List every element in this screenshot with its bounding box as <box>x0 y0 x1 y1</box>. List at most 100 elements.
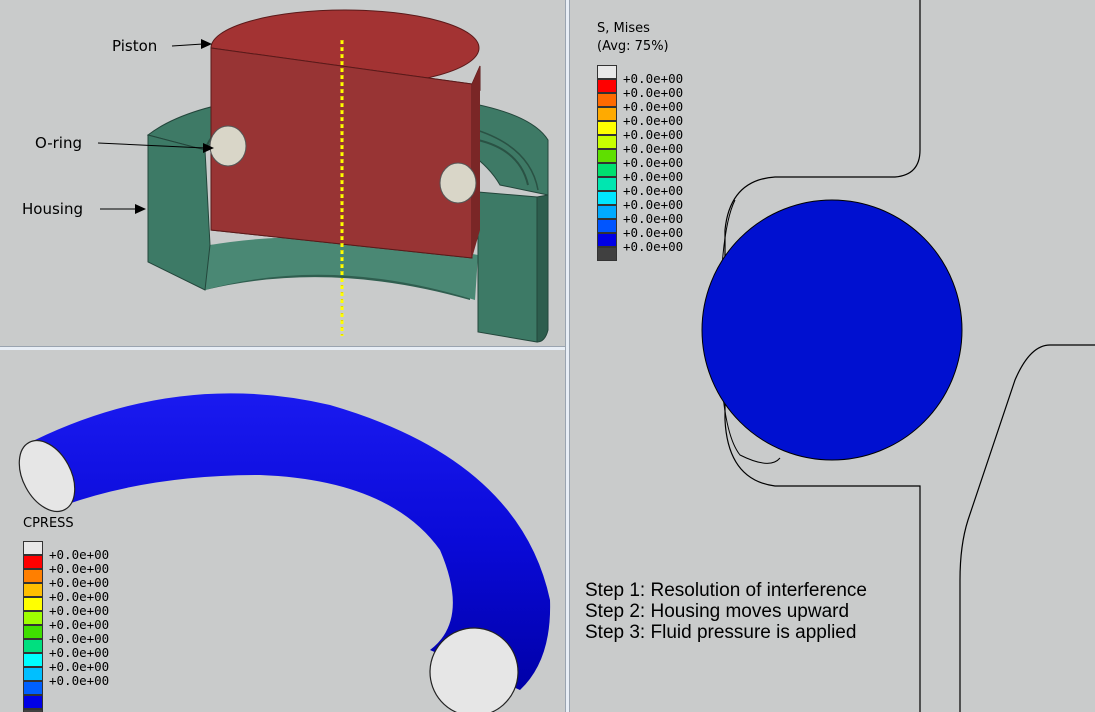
legend-swatch <box>597 121 617 135</box>
legend-swatch <box>597 191 617 205</box>
legend-band: +0.0e+00 <box>23 576 109 597</box>
legend-value: +0.0e+00 <box>623 127 684 142</box>
legend-band: +0.0e+00 <box>597 226 683 247</box>
legend-swatch <box>23 555 43 569</box>
legend-value: +0.0e+00 <box>49 673 110 688</box>
housing-outline <box>959 344 1095 712</box>
legend-band: +0.0e+00 <box>597 100 683 121</box>
legend-swatch <box>597 177 617 191</box>
legend-band: +0.0e+00 <box>23 660 109 681</box>
legend-value: +0.0e+00 <box>623 197 684 212</box>
legend-value: +0.0e+00 <box>623 239 684 254</box>
legend-band: +0.0e+00 <box>23 548 109 569</box>
legend-band: +0.0e+00 <box>597 184 683 205</box>
legend-band: +0.0e+00 <box>597 86 683 107</box>
legend-band: +0.0e+00 <box>597 170 683 191</box>
oring-label: O-ring <box>35 134 82 152</box>
housing-arrow <box>135 204 146 214</box>
legend-band: +0.0e+00 <box>23 646 109 667</box>
legend-band: +0.0e+00 <box>23 632 109 653</box>
viewport-divider-vertical[interactable] <box>565 0 570 712</box>
legend-swatch <box>597 205 617 219</box>
oring-section-right <box>439 162 477 204</box>
legend-band: +0.0e+00 <box>23 604 109 625</box>
axisym-section <box>701 0 1095 712</box>
oring-cut-face-right <box>429 627 519 712</box>
legend-value: +0.0e+00 <box>623 183 684 198</box>
oring-arrow <box>203 143 214 153</box>
legend-band <box>597 65 683 79</box>
cpress-legend-title: CPRESS <box>23 516 74 531</box>
legend-band: +0.0e+00 <box>597 128 683 149</box>
piston-groove-outline <box>724 0 921 712</box>
legend-swatch <box>597 135 617 149</box>
housing-left-section <box>147 134 211 291</box>
legend-swatch <box>23 583 43 597</box>
legend-swatch <box>597 107 617 121</box>
legend-value: +0.0e+00 <box>49 589 110 604</box>
housing-inner-surface <box>205 237 478 300</box>
piston-arrow <box>201 39 212 49</box>
housing-right-section <box>477 191 538 343</box>
mises-legend-title: S, Mises <box>597 21 650 36</box>
legend-band: +0.0e+00 <box>597 114 683 135</box>
legend-value: +0.0e+00 <box>49 645 110 660</box>
assembly-model <box>97 9 549 343</box>
legend-value: +0.0e+00 <box>623 155 684 170</box>
viewport-divider-horizontal[interactable] <box>0 346 566 350</box>
legend-value: +0.0e+00 <box>623 113 684 128</box>
legend-swatch <box>597 163 617 177</box>
housing-label: Housing <box>22 200 83 218</box>
legend-value: +0.0e+00 <box>623 141 684 156</box>
step-2-text: Step 2: Housing moves upward <box>585 601 850 622</box>
legend-swatch <box>23 709 43 712</box>
legend-value: +0.0e+00 <box>49 575 110 590</box>
legend-value: +0.0e+00 <box>49 561 110 576</box>
legend-swatch <box>597 247 617 261</box>
oring-section-left <box>209 125 247 167</box>
legend-swatch <box>23 611 43 625</box>
legend-band: +0.0e+00 <box>597 72 683 93</box>
legend-value: +0.0e+00 <box>623 211 684 226</box>
legend-swatch <box>597 149 617 163</box>
legend-band: +0.0e+00 <box>597 156 683 177</box>
cpress-viewport[interactable]: CPRESS +0.0e+00+0.0e+00+0.0e+00+0.0e+00+… <box>0 350 565 712</box>
legend-value: +0.0e+00 <box>49 547 110 562</box>
legend-value: +0.0e+00 <box>623 99 684 114</box>
step-3-text: Step 3: Fluid pressure is applied <box>585 622 857 643</box>
oring-body <box>35 393 551 690</box>
legend-swatch <box>23 569 43 583</box>
legend-value: +0.0e+00 <box>623 169 684 184</box>
legend-swatch <box>597 93 617 107</box>
legend-band: +0.0e+00 <box>23 618 109 639</box>
legend-swatch <box>23 541 43 555</box>
legend-swatch <box>597 79 617 93</box>
legend-band <box>23 695 109 709</box>
oring-contour <box>701 199 963 461</box>
legend-band: +0.0e+00 <box>597 142 683 163</box>
piston-label: Piston <box>112 37 158 55</box>
legend-value: +0.0e+00 <box>623 225 684 240</box>
legend-swatch <box>597 233 617 247</box>
step-descriptions: Step 1: Resolution of interference Step … <box>585 580 867 643</box>
mises-legend: +0.0e+00+0.0e+00+0.0e+00+0.0e+00+0.0e+00… <box>597 65 683 261</box>
legend-value: +0.0e+00 <box>623 71 684 86</box>
legend-band: +0.0e+00 <box>597 212 683 233</box>
legend-value: +0.0e+00 <box>49 659 110 674</box>
legend-swatch <box>597 65 617 79</box>
legend-value: +0.0e+00 <box>49 631 110 646</box>
oring-cut-face-left <box>18 440 76 512</box>
mises-viewport[interactable]: S, Mises (Avg: 75%) +0.0e+00+0.0e+00+0.0… <box>570 0 1095 712</box>
legend-band: +0.0e+00 <box>23 590 109 611</box>
legend-band <box>23 541 109 555</box>
legend-swatch <box>23 667 43 681</box>
legend-band: +0.0e+00 <box>597 240 683 261</box>
oring-torus <box>18 393 551 712</box>
legend-value: +0.0e+00 <box>49 603 110 618</box>
legend-swatch <box>23 653 43 667</box>
legend-swatch <box>23 695 43 709</box>
legend-value: +0.0e+00 <box>49 617 110 632</box>
legend-band: +0.0e+00 <box>23 562 109 583</box>
assembly-viewport[interactable]: Piston O-ring Housing <box>0 0 565 346</box>
legend-band: +0.0e+00 <box>597 198 683 219</box>
